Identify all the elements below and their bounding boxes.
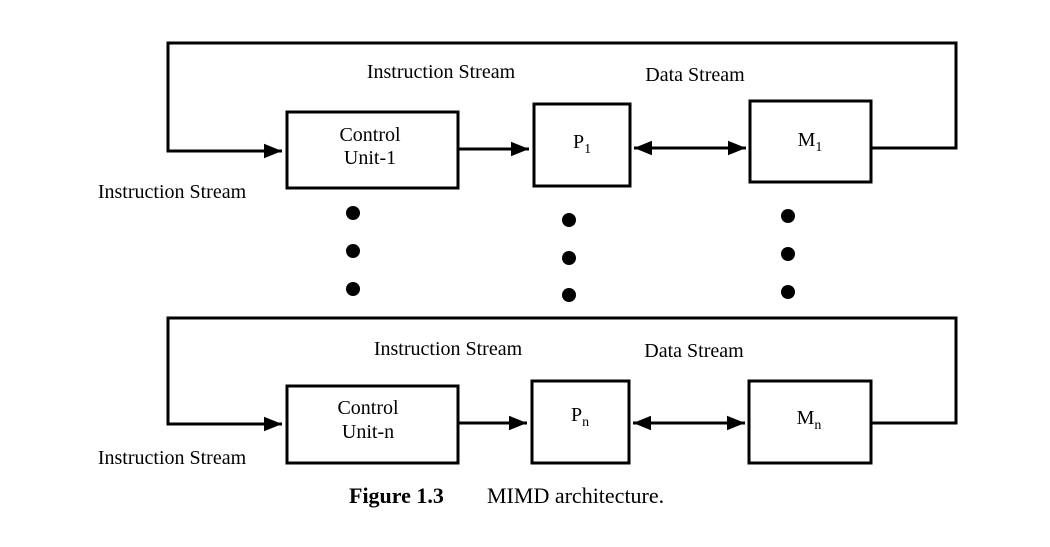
row-n-left-instruction-stream-label: Instruction Stream	[98, 447, 247, 469]
ellipsis-dots	[346, 206, 795, 302]
processor-n-box	[530, 379, 631, 465]
row-1-feedback-loop	[166, 41, 958, 159]
control-unit-n-line1: Control	[337, 397, 399, 419]
row-n: Control Unit-n Pn Mn Instruction Stream …	[98, 316, 958, 469]
ellipsis-dot-memory-3	[781, 285, 795, 299]
row-n-top-instruction-stream-label: Instruction Stream	[374, 338, 523, 360]
processor-1-box	[532, 102, 632, 188]
memory-n-box	[747, 379, 873, 465]
memory-1-box	[748, 99, 873, 184]
row-1-top-instruction-stream-label: Instruction Stream	[367, 61, 516, 83]
processor-1-label: P1	[573, 131, 591, 157]
ellipsis-dot-control-2	[346, 244, 360, 258]
control-unit-n-box	[285, 384, 460, 465]
ellipsis-dot-control-3	[346, 282, 360, 296]
figure-number: Figure 1.3	[349, 483, 444, 508]
ellipsis-dot-processor-1	[562, 213, 576, 227]
row-1-left-instruction-stream-label: Instruction Stream	[98, 181, 247, 203]
row-n-data-stream-label: Data Stream	[644, 340, 744, 362]
ellipsis-dot-control-1	[346, 206, 360, 220]
ellipsis-dot-memory-2	[781, 247, 795, 261]
control-unit-1-line1: Control	[339, 124, 401, 146]
row-1-data-stream-label: Data Stream	[645, 64, 745, 86]
processor-n-label: Pn	[571, 404, 589, 430]
figure-caption: Figure 1.3 MIMD architecture.	[349, 483, 664, 508]
row-n-feedback-loop	[166, 316, 958, 432]
ellipsis-dot-processor-3	[562, 288, 576, 302]
control-unit-n-line2: Unit-n	[342, 421, 394, 443]
figure-title: MIMD architecture.	[487, 483, 664, 508]
ellipsis-dot-memory-1	[781, 209, 795, 223]
row-1: Control Unit-1 P1 M1 Instruction Stream …	[98, 41, 958, 203]
control-unit-1-box	[285, 110, 460, 190]
ellipsis-dot-processor-2	[562, 251, 576, 265]
control-unit-1-line2: Unit-1	[344, 147, 396, 169]
memory-1-label: M1	[798, 129, 823, 155]
memory-n-label: Mn	[797, 407, 822, 433]
